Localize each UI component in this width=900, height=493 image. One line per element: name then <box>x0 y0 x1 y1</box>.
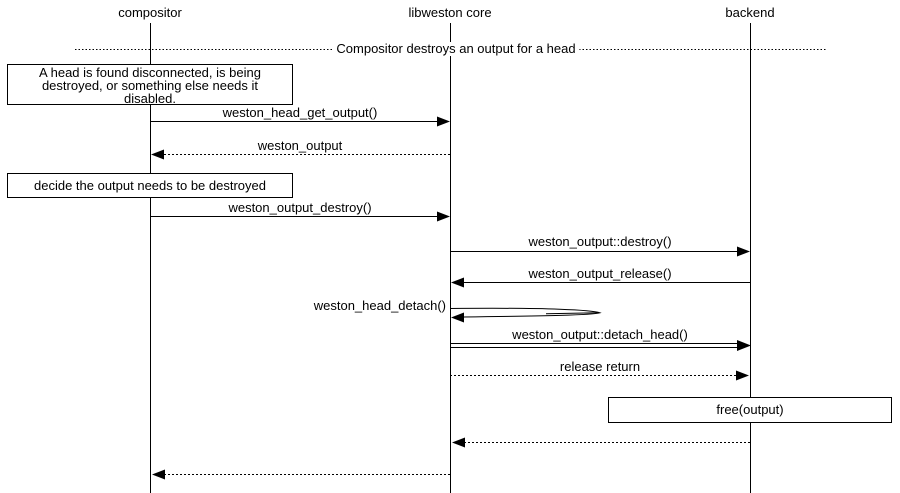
arrowhead-right-1 <box>437 116 450 127</box>
action-box-free-output: free(output) <box>608 397 892 423</box>
arrowhead-left-5 <box>451 277 464 288</box>
arrowhead-left-2 <box>151 149 164 160</box>
actor-label-compositor: compositor <box>118 5 182 20</box>
divider-label: Compositor destroys an output for a head <box>332 42 580 56</box>
message-label-head-detach: weston_head_detach() <box>313 298 446 313</box>
message-label-release-return: release return <box>559 359 641 374</box>
note-box-head-disconnected: A head is found disconnected, is being d… <box>7 64 293 105</box>
arrow-head-detach-self-loop <box>449 307 602 318</box>
arrowhead-left-self-6 <box>451 312 464 323</box>
message-label-head-get-output: weston_head_get_output() <box>222 105 378 120</box>
message-label-output-release: weston_output_release() <box>528 266 672 281</box>
arrowhead-right-8 <box>736 370 749 381</box>
actor-label-libweston-core: libweston core <box>408 5 492 20</box>
message-label-output-destroy: weston_output_destroy() <box>228 200 372 215</box>
arrowhead-right-7 <box>737 340 751 351</box>
note-box-decide-destroy: decide the output needs to be destroyed <box>7 173 293 198</box>
arrow-head-detach-self-loop-inner <box>545 312 600 315</box>
arrowhead-right-3 <box>437 211 450 222</box>
arrowhead-left-10 <box>152 469 165 480</box>
message-label-detach-head: weston_output::detach_head() <box>512 327 688 342</box>
arrowhead-right-4 <box>737 246 750 257</box>
actor-label-backend: backend <box>725 5 775 20</box>
message-label-weston-output: weston_output <box>257 138 343 153</box>
note-text: A head is found disconnected, is being d… <box>39 65 261 106</box>
arrowhead-left-9 <box>452 437 465 448</box>
message-label-output-destroy-vfunc: weston_output::destroy() <box>528 234 672 249</box>
